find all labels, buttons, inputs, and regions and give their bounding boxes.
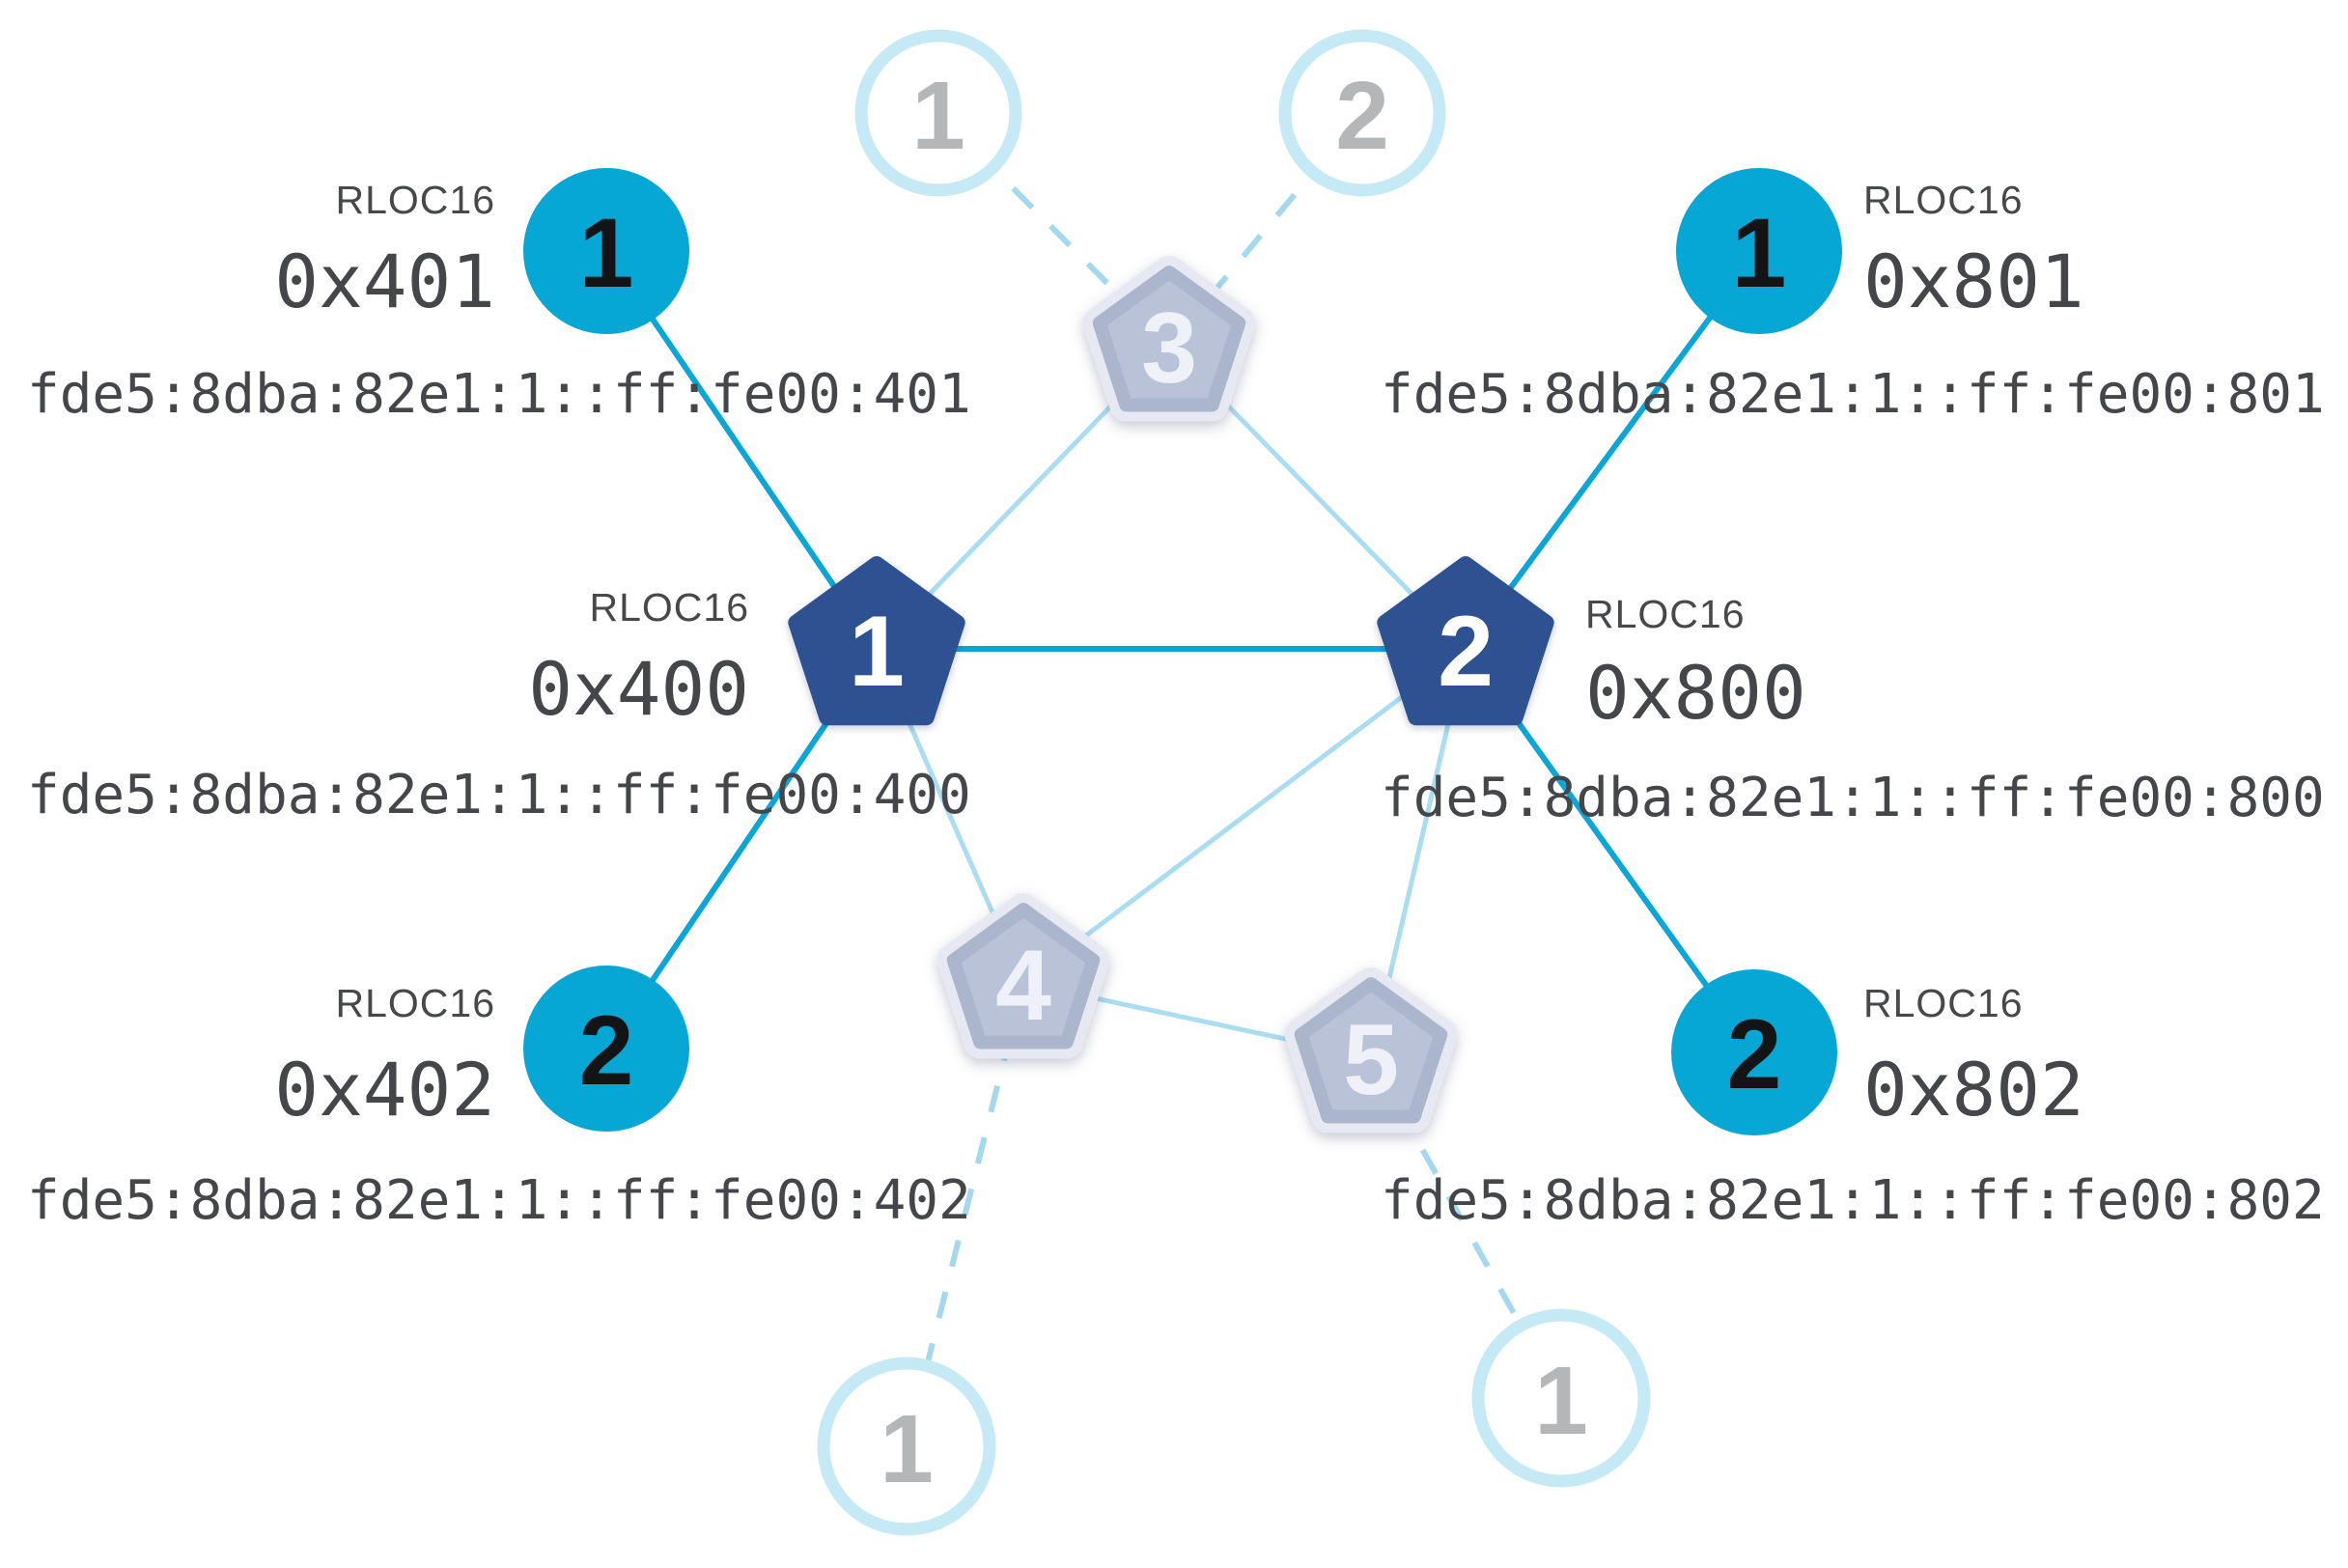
faded-router-pentagon [1294,977,1448,1124]
end-device-number: 2 [579,995,634,1106]
router-pentagon [788,556,965,726]
rloc16-value: 0x801 [1863,238,2084,324]
rloc16-label: RLOC16 [335,981,495,1025]
faded-end-device-bottom-right: 1 [1471,1308,1651,1488]
end-device-circle [1671,969,1837,1135]
faded-end-device-number: 1 [1534,1347,1588,1455]
ipv6-address: fde5:8dba:82e1:1::ff:fe00:802 [1381,1169,2325,1232]
router-2-node: 2 [1377,556,1554,726]
faded-router-number: 3 [1141,293,1197,405]
rloc16-label: RLOC16 [1863,178,2024,222]
rloc16-label: RLOC16 [1585,592,1746,636]
end-device-number: 2 [1727,999,1782,1109]
router-number: 1 [849,596,905,708]
router-number: 2 [1438,596,1494,708]
end-device-number: 1 [579,198,634,308]
label-group-child-401: RLOC16 0x401 fde5:8dba:82e1:1::ff:fe00:4… [27,178,971,426]
rloc16-value: 0x401 [274,238,495,324]
router-1-node: 1 [788,556,965,726]
rloc16-value: 0x802 [1863,1047,2084,1133]
faded-end-device-circle [817,1357,996,1536]
label-group-child-801: RLOC16 0x801 fde5:8dba:82e1:1::ff:fe00:8… [1381,178,2325,426]
rloc16-value: 0x402 [274,1047,495,1133]
end-device-number: 1 [1732,198,1787,308]
rloc16-value: 0x400 [528,646,749,732]
faded-end-device-top-1: 1 [854,29,1022,197]
faded-router-4: 4 [936,893,1110,1059]
label-group-router-1: RLOC16 0x400 fde5:8dba:82e1:1::ff:fe00:4… [27,585,971,826]
faded-end-device-bottom-left: 1 [817,1357,996,1536]
rloc16-label: RLOC16 [589,585,749,630]
end-device-801-node: 1 [1676,168,1842,334]
faded-end-device-circle [1278,29,1446,197]
label-group-child-802: RLOC16 0x802 fde5:8dba:82e1:1::ff:fe00:8… [1381,981,2325,1232]
ipv6-address: fde5:8dba:82e1:1::ff:fe00:801 [1381,363,2325,426]
rloc16-value: 0x800 [1585,650,1806,736]
ipv6-address: fde5:8dba:82e1:1::ff:fe00:400 [27,764,971,826]
end-device-401-node: 1 [523,168,689,334]
label-group-router-2: RLOC16 0x800 fde5:8dba:82e1:1::ff:fe00:8… [1381,592,2325,829]
rloc16-label: RLOC16 [335,178,495,222]
faded-end-device-circle [854,29,1022,197]
faded-router-5: 5 [1284,967,1458,1134]
faded-router-pentagon [1092,266,1246,412]
edge-router-2-router-4 [1021,647,1468,985]
label-group-child-402: RLOC16 0x402 fde5:8dba:82e1:1::ff:fe00:4… [27,981,971,1232]
rloc16-label: RLOC16 [1863,981,2024,1025]
faded-end-device-top-2: 2 [1278,29,1446,197]
end-device-802-node: 2 [1671,969,1837,1135]
faded-router-3: 3 [1082,256,1256,422]
faded-end-device-circle [1471,1308,1651,1488]
end-device-402-node: 2 [523,966,689,1132]
ipv6-address: fde5:8dba:82e1:1::ff:fe00:401 [27,363,971,426]
router-pentagon [1377,556,1554,726]
end-device-circle [523,966,689,1132]
ipv6-address: fde5:8dba:82e1:1::ff:fe00:800 [1381,767,2325,829]
end-device-circle [1676,168,1842,334]
ipv6-address: fde5:8dba:82e1:1::ff:fe00:402 [27,1169,971,1232]
faded-router-pentagon [946,903,1101,1050]
faded-end-device-number: 1 [880,1395,934,1503]
faded-end-device-number: 1 [911,62,965,170]
faded-end-device-number: 2 [1335,62,1389,170]
faded-router-number: 4 [995,930,1051,1042]
faded-router-number: 5 [1343,1004,1399,1116]
end-device-circle [523,168,689,334]
